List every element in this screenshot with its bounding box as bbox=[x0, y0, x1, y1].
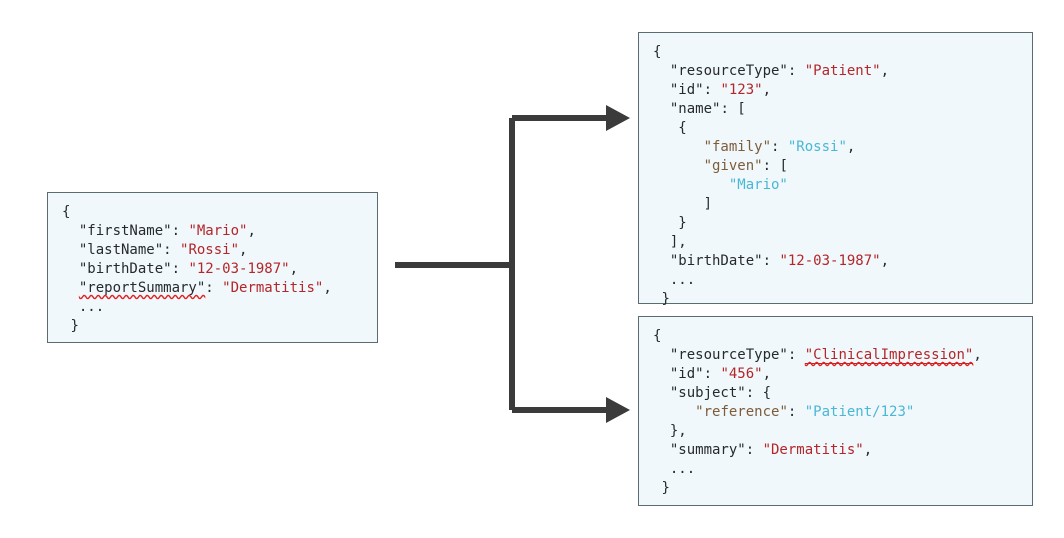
comma: , bbox=[762, 366, 772, 382]
brace-close: } bbox=[70, 318, 79, 334]
ellipsis: ... bbox=[669, 272, 696, 288]
colon: : bbox=[171, 223, 189, 239]
key-given: "given" bbox=[703, 158, 763, 174]
bracket-open: [ bbox=[779, 158, 788, 174]
comma: , bbox=[880, 63, 890, 79]
comma: , bbox=[239, 242, 248, 258]
key-name: "name" bbox=[669, 101, 721, 117]
brace-open: { bbox=[653, 44, 662, 60]
brace-close: } bbox=[661, 291, 670, 307]
bracket-open: [ bbox=[737, 101, 746, 117]
key-family: "family" bbox=[703, 139, 772, 155]
comma: , bbox=[863, 442, 873, 458]
comma: , bbox=[323, 280, 332, 296]
value-resourcetype: "ClinicalImpression" bbox=[804, 347, 974, 364]
comma: , bbox=[762, 82, 772, 98]
arrow-top-head-icon bbox=[606, 105, 630, 131]
colon: : bbox=[762, 253, 780, 269]
key-firstname: "firstName" bbox=[78, 223, 172, 239]
colon: : bbox=[771, 139, 788, 155]
source-json-box: { "firstName": "Mario", "lastName": "Ros… bbox=[47, 192, 378, 343]
clinical-impression-json-code: { "resourceType": "ClinicalImpression", … bbox=[653, 327, 1018, 498]
value-firstname: "Mario" bbox=[188, 223, 248, 239]
key-lastname: "lastName" bbox=[78, 242, 164, 258]
brace-close: } bbox=[661, 480, 670, 496]
brace-open: { bbox=[62, 204, 71, 220]
arrow-bottom-head-icon bbox=[606, 397, 630, 423]
colon: : bbox=[720, 101, 738, 117]
brace-close-inner-comma: }, bbox=[669, 423, 687, 439]
key-reportsummary: "reportSummary" bbox=[78, 280, 206, 296]
value-reportsummary: "Dermatitis" bbox=[222, 280, 324, 296]
value-id: "123" bbox=[720, 82, 763, 98]
value-resourcetype: "Patient" bbox=[804, 63, 881, 79]
patient-json-box: { "resourceType": "Patient", "id": "123"… bbox=[638, 32, 1033, 307]
value-given: "Mario" bbox=[728, 177, 788, 193]
value-summary: "Dermatitis" bbox=[762, 442, 864, 458]
value-family: "Rossi" bbox=[787, 139, 847, 155]
colon: : bbox=[171, 261, 189, 277]
colon: : bbox=[787, 404, 805, 420]
key-id: "id" bbox=[669, 82, 704, 98]
colon: : bbox=[703, 366, 721, 382]
colon: : bbox=[205, 280, 223, 296]
value-id: "456" bbox=[720, 366, 763, 382]
key-birthdate: "birthDate" bbox=[669, 253, 763, 269]
source-json-code: { "firstName": "Mario", "lastName": "Ros… bbox=[62, 203, 363, 336]
brace-open-inner: { bbox=[678, 120, 687, 136]
colon: : bbox=[745, 385, 763, 401]
key-resourcetype: "resourceType" bbox=[669, 347, 788, 363]
comma: , bbox=[247, 223, 256, 239]
value-lastname: "Rossi" bbox=[180, 242, 240, 258]
key-resourcetype: "resourceType" bbox=[669, 63, 788, 79]
key-summary: "summary" bbox=[669, 442, 746, 458]
colon: : bbox=[703, 82, 721, 98]
key-reference: "reference" bbox=[695, 404, 788, 420]
key-birthdate: "birthDate" bbox=[78, 261, 172, 277]
bracket-close: ] bbox=[703, 196, 713, 212]
colon: : bbox=[787, 63, 805, 79]
brace-open: { bbox=[653, 328, 662, 344]
colon: : bbox=[163, 242, 181, 258]
colon: : bbox=[762, 158, 780, 174]
comma: , bbox=[289, 261, 299, 277]
key-id: "id" bbox=[669, 366, 704, 382]
comma: , bbox=[973, 347, 982, 363]
value-birthdate: "12-03-1987" bbox=[188, 261, 290, 277]
key-subject: "subject" bbox=[669, 385, 746, 401]
ellipsis: ... bbox=[78, 299, 105, 315]
colon: : bbox=[787, 347, 805, 363]
brace-open-inner: { bbox=[762, 385, 772, 401]
clinical-impression-json-box: { "resourceType": "ClinicalImpression", … bbox=[638, 316, 1033, 506]
bracket-close-comma: ], bbox=[669, 234, 687, 250]
colon: : bbox=[745, 442, 763, 458]
patient-json-code: { "resourceType": "Patient", "id": "123"… bbox=[653, 43, 1018, 309]
value-birthdate: "12-03-1987" bbox=[779, 253, 881, 269]
brace-close-inner: } bbox=[678, 215, 687, 231]
comma: , bbox=[846, 139, 856, 155]
comma: , bbox=[880, 253, 890, 269]
ellipsis: ... bbox=[669, 461, 696, 477]
value-reference: "Patient/123" bbox=[804, 404, 915, 420]
